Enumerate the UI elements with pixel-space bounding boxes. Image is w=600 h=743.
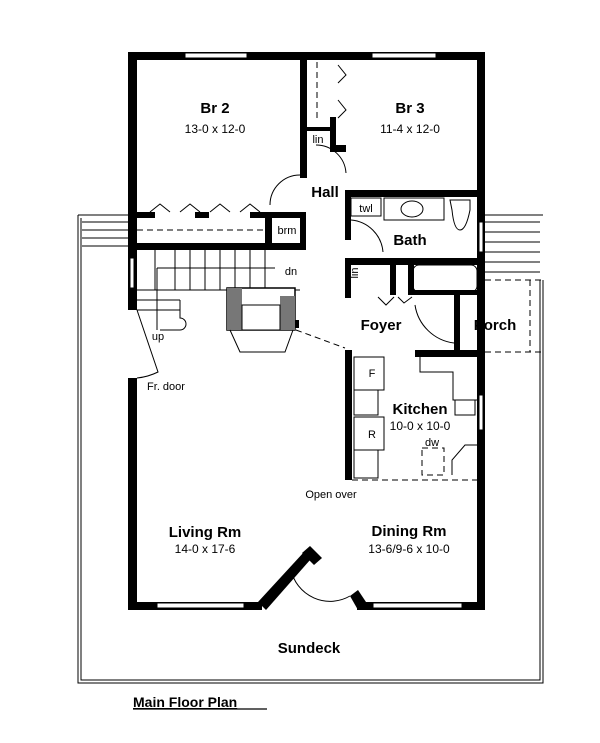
fireplace <box>226 287 296 353</box>
window <box>478 221 484 253</box>
deck-stairs-left <box>82 221 128 247</box>
range-label: R <box>368 429 376 441</box>
room-size-dining: 13-6/9-6 x 10-0 <box>368 542 450 556</box>
fridge-label: F <box>369 368 376 380</box>
door-swings <box>136 62 477 602</box>
window <box>156 602 245 609</box>
linen-closet-2-label: lin <box>349 267 361 278</box>
porch-outline <box>485 279 543 353</box>
towel-label: twl <box>359 203 372 215</box>
window <box>129 257 135 289</box>
room-size-br3: 11-4 x 12-0 <box>380 122 440 136</box>
room-name-hall: Hall <box>311 184 339 201</box>
room-name-br2: Br 2 <box>200 100 229 117</box>
window <box>372 602 463 609</box>
window <box>371 52 437 59</box>
room-name-living: Living Rm <box>169 524 242 541</box>
kitchen-fixtures <box>353 356 477 479</box>
exterior-walls <box>128 52 485 610</box>
sundeck-outline <box>77 214 544 684</box>
stairs-down-label: dn <box>285 266 297 278</box>
window <box>184 52 248 59</box>
room-size-kitchen: 10-0 x 10-0 <box>390 419 451 433</box>
stairs-up-label: up <box>152 331 164 343</box>
window <box>478 394 484 431</box>
room-name-porch: Porch <box>474 317 517 334</box>
room-name-bath: Bath <box>393 232 426 249</box>
stairs <box>137 250 300 331</box>
room-name-sundeck: Sundeck <box>278 640 341 657</box>
plan-title: Main Floor Plan <box>133 694 237 710</box>
sink <box>400 200 424 218</box>
front-door-label: Fr. door <box>147 381 185 393</box>
room-size-living: 14-0 x 17-6 <box>175 542 236 556</box>
bath-fixtures <box>350 197 478 293</box>
room-name-dining: Dining Rm <box>372 523 447 540</box>
toilet <box>449 199 471 231</box>
broom-closet-label: brm <box>278 225 297 237</box>
room-name-foyer: Foyer <box>361 317 402 334</box>
room-size-br2: 13-0 x 12-0 <box>185 122 246 136</box>
room-name-kitchen: Kitchen <box>392 401 447 418</box>
open-over-label: Open over <box>305 489 357 501</box>
deck-stairs-right <box>485 221 540 273</box>
room-name-br3: Br 3 <box>395 100 424 117</box>
linen-closet-label: lin <box>312 134 323 146</box>
bathtub <box>412 264 478 293</box>
dishwasher-label: dw <box>425 437 439 449</box>
